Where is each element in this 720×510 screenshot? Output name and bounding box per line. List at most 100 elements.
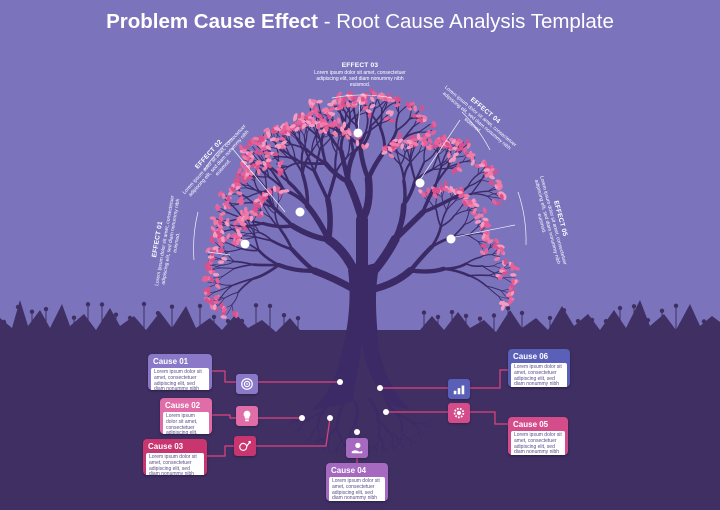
leaf (498, 191, 505, 196)
grass-stem (227, 321, 229, 330)
leaf (412, 141, 419, 146)
leaf (509, 291, 515, 297)
leaf (212, 246, 219, 250)
root (418, 430, 426, 436)
branch (344, 178, 366, 224)
leaf (361, 93, 367, 99)
leaf (336, 117, 341, 124)
branch (414, 168, 434, 182)
branch (275, 163, 289, 168)
leaf (263, 133, 268, 140)
branch (446, 200, 457, 211)
title-rest: - Root Cause Analysis Template (318, 10, 614, 33)
leaf (307, 111, 314, 116)
branch (463, 217, 476, 225)
leaf (420, 105, 425, 112)
branch (431, 154, 439, 171)
leaf (282, 124, 287, 132)
cause-06-dot (377, 385, 383, 391)
leaf (406, 139, 413, 145)
leaf (337, 91, 342, 98)
cause-04-dot (354, 429, 360, 435)
branch (335, 136, 340, 154)
branch (246, 187, 264, 193)
grass-stem (45, 309, 47, 330)
leaf (301, 114, 306, 121)
leaf (413, 105, 418, 112)
leaf (235, 172, 240, 180)
leaf (237, 167, 242, 174)
branch (485, 285, 502, 292)
root (374, 435, 380, 447)
grass-stem (269, 305, 271, 330)
leaf (502, 193, 507, 201)
leaf (265, 145, 272, 151)
root (387, 431, 394, 443)
branch (264, 174, 268, 190)
grass-stem (101, 304, 103, 330)
grass-stem (577, 321, 579, 330)
leaf (388, 153, 395, 159)
branch (266, 204, 276, 215)
branch (491, 254, 501, 257)
root (399, 440, 404, 449)
branch (435, 198, 438, 212)
grass-sprig (701, 319, 707, 324)
cause-text: Lorem ipsum dolor sit amet, consectetuer… (151, 368, 209, 390)
branch (364, 123, 380, 135)
root (391, 441, 397, 449)
branch (343, 110, 358, 126)
leaf (239, 195, 244, 203)
tree-trunk (312, 262, 410, 410)
leaf (432, 120, 437, 127)
grass-stem (73, 317, 75, 330)
branch (480, 254, 493, 258)
leaf (487, 180, 495, 185)
leaf (500, 304, 505, 311)
branch (497, 295, 510, 299)
grass-stem (563, 310, 565, 330)
root (290, 420, 299, 425)
leaf (257, 168, 261, 176)
branch (395, 118, 411, 132)
leaf (510, 273, 517, 277)
branch (232, 277, 255, 286)
grass-stem (241, 321, 243, 330)
leaf (236, 215, 242, 222)
grass-stem (479, 318, 481, 330)
branch (447, 161, 464, 169)
leaf (210, 250, 216, 257)
leaf (467, 199, 473, 205)
leaf (262, 160, 267, 167)
branch (379, 108, 383, 129)
leaf (457, 138, 464, 144)
leaf (324, 125, 329, 132)
branch (334, 156, 348, 175)
lightbulb-gear-icon (236, 406, 258, 426)
leaf (442, 187, 449, 192)
branch (465, 256, 482, 265)
branch (263, 206, 272, 218)
leaf (451, 139, 457, 145)
grass-stem (87, 304, 89, 330)
leaf (259, 135, 265, 141)
leaf (495, 182, 503, 187)
branch (453, 210, 468, 217)
leaf (263, 151, 271, 155)
tree-branches (205, 94, 516, 317)
leaf (276, 167, 283, 172)
leaf (236, 191, 243, 196)
leaf (209, 257, 216, 263)
cause-text: Lorem ipsum dolor sit amet, consectetuer… (329, 477, 385, 501)
page-title: Problem Cause Effect - Root Cause Analys… (0, 10, 720, 34)
leaf (308, 123, 315, 128)
branch (408, 244, 434, 273)
leaf (210, 226, 216, 232)
leaf (493, 245, 500, 250)
tree-leaves (201, 88, 520, 319)
branch (279, 148, 296, 160)
effect-label: EFFECT 03 (341, 62, 379, 69)
branch (324, 235, 363, 285)
grass-sprig (617, 305, 623, 311)
